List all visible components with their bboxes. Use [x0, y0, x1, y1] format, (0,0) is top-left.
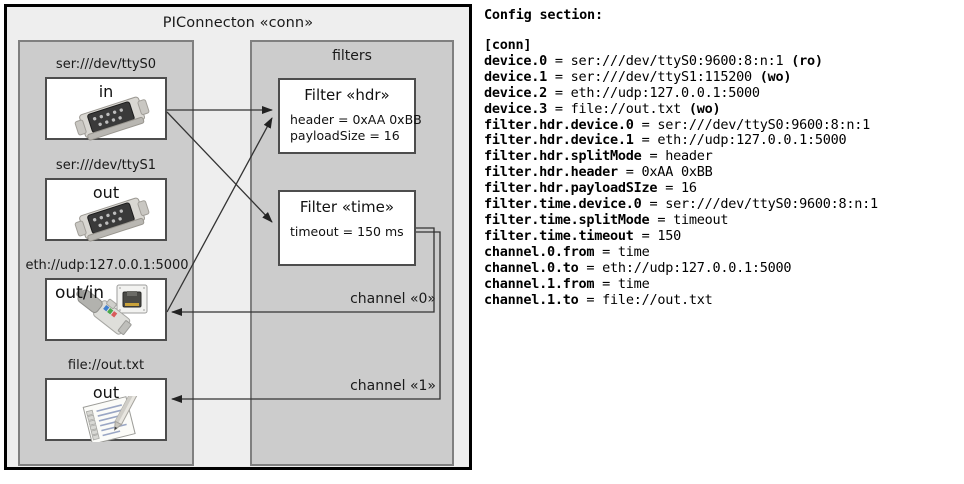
- config-line-value: = timeout: [649, 211, 729, 228]
- config-line-key: filter.time.timeout: [484, 227, 634, 244]
- config-line: channel.0.from = time: [484, 243, 878, 261]
- filter-prop: payloadSize = 16: [290, 128, 400, 143]
- config-line-key: device.0: [484, 52, 548, 69]
- config-line-value: = file://out.txt: [578, 291, 713, 308]
- device-box-file[interactable]: out: [45, 378, 167, 442]
- filter-title-time: Filter «time»: [299, 198, 395, 216]
- config-line-key: filter.hdr.payloadSIze: [484, 180, 658, 197]
- ethernet-icon: [76, 284, 148, 335]
- device-caption-file: file://out.txt: [67, 358, 145, 373]
- config-line-key: device.1: [484, 68, 548, 85]
- config-heading: Config section:: [484, 7, 603, 23]
- arrow-eth-to-hdr: [166, 117, 273, 313]
- device-label-out-in: out/in: [55, 283, 105, 303]
- config-line-value: = header: [641, 148, 713, 165]
- config-line-value: = time: [594, 275, 650, 292]
- config-line-key: device.3: [484, 100, 548, 117]
- device-label-in: in: [98, 82, 114, 101]
- channel-label-0: channel «0»: [350, 291, 436, 307]
- config-line: channel.1.to = file://out.txt: [484, 291, 878, 309]
- device-label-out-serial: out: [92, 183, 120, 202]
- config-line-value: = file://out.txt: [547, 100, 689, 117]
- config-line-value: = ser:///dev/ttyS0:9600:8:n:1: [633, 116, 871, 133]
- channel-0-path: [171, 227, 435, 316]
- config-line-value: = ser:///dev/ttyS0:9600:8:n:1: [547, 52, 792, 69]
- config-line: filter.time.splitMode = timeout: [484, 211, 878, 229]
- filter-title-hdr: Filter «hdr»: [304, 86, 390, 104]
- filter-props-time: timeout = 150 ms: [290, 224, 404, 240]
- config-line-key: channel.0.from: [484, 243, 595, 260]
- arrow-ttyS0-to-time: [166, 111, 273, 223]
- config-line: device.2 = eth://udp:127.0.0.1:5000: [484, 84, 878, 102]
- config-line-key: filter.time.splitMode: [484, 211, 650, 228]
- config-panel: Config section: [conn]device.0 = ser:///…: [484, 0, 964, 484]
- filter-prop: header = 0xAA 0xBB: [290, 112, 422, 127]
- device-caption-ttyS1: ser:///dev/ttyS1: [55, 158, 157, 173]
- config-line: filter.hdr.splitMode = header: [484, 148, 878, 165]
- config-line: filter.hdr.payloadSIze = 16: [484, 180, 878, 197]
- filters-group-title: filters: [332, 48, 372, 64]
- config-line: device.0 = ser:///dev/ttyS0:9600:8:n:1 (…: [484, 52, 878, 70]
- config-line-suffix: (wo): [688, 100, 721, 117]
- device-label-out-file: out: [92, 383, 120, 402]
- config-line-suffix: (wo): [759, 68, 792, 85]
- config-line: channel.1.from = time: [484, 275, 878, 293]
- config-line-key: filter.hdr.device.1: [484, 132, 634, 149]
- config-line-key: [conn]: [484, 37, 532, 53]
- config-line: device.1 = ser:///dev/ttyS1:115200 (wo): [484, 68, 878, 86]
- config-line-value: = time: [594, 243, 650, 260]
- config-line-key: filter.hdr.header: [484, 164, 618, 181]
- config-line-key: channel.0.to: [484, 259, 579, 276]
- config-line-key: channel.1.to: [484, 291, 579, 308]
- connector-lines: [166, 106, 441, 403]
- config-line: filter.hdr.header = 0xAA 0xBB: [484, 164, 878, 181]
- config-line: filter.hdr.device.1 = eth://udp:127.0.0.…: [484, 132, 878, 149]
- config-line-value: = ser:///dev/ttyS1:115200: [547, 68, 760, 85]
- serial-port-icon: [74, 96, 150, 141]
- config-text: [conn]device.0 = ser:///dev/ttyS0:9600:8…: [484, 37, 878, 309]
- config-line-value: = 0xAA 0xBB: [617, 164, 713, 181]
- config-line-key: filter.hdr.device.0: [484, 116, 634, 133]
- filter-prop: timeout = 150 ms: [290, 224, 404, 239]
- config-line-key: filter.hdr.splitMode: [484, 148, 642, 165]
- config-line-key: channel.1.from: [484, 275, 595, 292]
- filter-box-hdr[interactable]: Filter «hdr» header = 0xAA 0xBB payloadS…: [278, 78, 422, 154]
- filter-box-time[interactable]: Filter «time» timeout = 150 ms: [278, 190, 416, 266]
- device-box-ttyS0[interactable]: in: [45, 77, 167, 141]
- config-line-value: = 16: [657, 180, 697, 197]
- config-line-value: = eth://udp:127.0.0.1:5000: [578, 259, 792, 276]
- device-box-ttyS1[interactable]: out: [45, 178, 167, 242]
- filter-props-hdr: header = 0xAA 0xBB payloadSize = 16: [290, 112, 422, 144]
- device-caption-ttyS0: ser:///dev/ttyS0: [55, 57, 157, 72]
- device-caption-eth: eth://udp:127.0.0.1:5000: [25, 258, 189, 273]
- config-line-suffix: (ro): [791, 52, 823, 69]
- serial-port-icon: [74, 197, 150, 242]
- config-line: device.3 = file://out.txt (wo): [484, 100, 878, 118]
- diagram-title: PIConnecton «conn»: [162, 15, 314, 31]
- text-file-icon: [82, 396, 139, 442]
- config-line-value: = eth://udp:127.0.0.1:5000: [633, 132, 847, 149]
- config-line: filter.hdr.device.0 = ser:///dev/ttyS0:9…: [484, 116, 878, 134]
- config-line-key: device.2: [484, 84, 548, 101]
- config-line: filter.time.timeout = 150: [484, 227, 878, 245]
- config-line-value: = ser:///dev/ttyS0:9600:8:n:1: [641, 196, 878, 213]
- config-line: filter.time.device.0 = ser:///dev/ttyS0:…: [484, 196, 878, 213]
- channel-1-path: [171, 231, 441, 403]
- config-line-value: = 150: [633, 227, 682, 244]
- config-line: channel.0.to = eth://udp:127.0.0.1:5000: [484, 259, 878, 277]
- channel-label-1: channel «1»: [350, 378, 436, 394]
- device-box-eth[interactable]: out/in: [45, 278, 167, 341]
- config-line-value: = eth://udp:127.0.0.1:5000: [547, 84, 760, 101]
- config-line-key: filter.time.device.0: [484, 196, 642, 213]
- architecture-diagram: PIConnecton «conn» filters ser:///dev/tt…: [0, 0, 478, 484]
- config-line: [conn]: [484, 37, 878, 54]
